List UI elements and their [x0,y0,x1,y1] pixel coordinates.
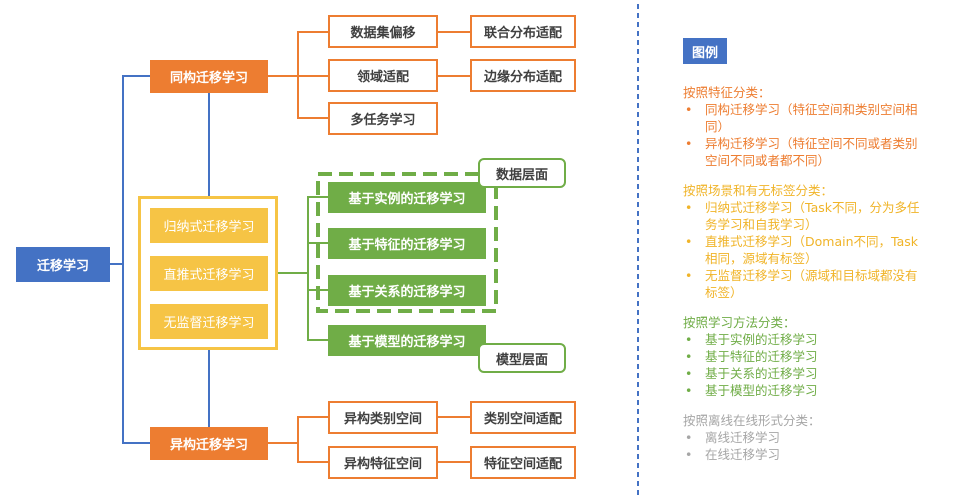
legend-item: 异构迁移学习（特征空间不同或者类别空间不同或者都不同） [683,135,923,169]
legend-item: 基于关系的迁移学习 [683,365,923,382]
joint-dist-adapt-node: 联合分布适配 [470,15,576,48]
hetero-transfer-node: 异构迁移学习 [150,427,268,460]
dataset-shift-node: 数据集偏移 [328,15,438,48]
legend-panel: 图例 按照特征分类： 同构迁移学习（特征空间和类别空间相同） 异构迁移学习（特征… [683,0,953,500]
scenario-group-frame [138,196,278,350]
legend-group-method: 按照学习方法分类： 基于实例的迁移学习 基于特征的迁移学习 基于关系的迁移学习 … [683,314,923,399]
root-node: 迁移学习 [16,247,110,282]
hetero-label-space-node: 异构类别空间 [328,401,438,434]
legend-item: 离线迁移学习 [683,429,923,446]
relation-based-node: 基于关系的迁移学习 [328,275,486,306]
feature-based-node: 基于特征的迁移学习 [328,228,486,259]
homo-transfer-node: 同构迁移学习 [150,60,268,93]
marginal-dist-adapt-node: 边缘分布适配 [470,59,576,92]
legend-heading: 按照学习方法分类： [683,315,796,330]
inductive-node: 归纳式迁移学习 [150,208,268,243]
legend-item: 归纳式迁移学习（Task不同，分为多任务学习和自我学习） [683,199,923,233]
feature-space-adapt-node: 特征空间适配 [470,446,576,479]
unsupervised-node: 无监督迁移学习 [150,304,268,339]
model-layer-label: 模型层面 [478,343,566,373]
transductive-node: 直推式迁移学习 [150,256,268,291]
legend-group-feature: 按照特征分类： 同构迁移学习（特征空间和类别空间相同） 异构迁移学习（特征空间不… [683,84,923,169]
legend-heading: 按照特征分类： [683,85,771,100]
hetero-feature-space-node: 异构特征空间 [328,446,438,479]
model-based-node: 基于模型的迁移学习 [328,325,486,356]
legend-item: 基于模型的迁移学习 [683,382,923,399]
legend-item: 同构迁移学习（特征空间和类别空间相同） [683,101,923,135]
legend-title: 图例 [683,38,727,64]
instance-based-node: 基于实例的迁移学习 [328,182,486,213]
data-layer-label: 数据层面 [478,158,566,188]
domain-adaptation-node: 领域适配 [328,59,438,92]
legend-heading: 按照场景和有无标签分类： [683,183,834,198]
legend-group-scenario: 按照场景和有无标签分类： 归纳式迁移学习（Task不同，分为多任务学习和自我学习… [683,182,923,301]
legend-heading: 按照离线在线形式分类： [683,413,821,428]
legend-item: 在线迁移学习 [683,446,923,463]
legend-group-online: 按照离线在线形式分类： 离线迁移学习 在线迁移学习 [683,412,923,463]
legend-item: 基于实例的迁移学习 [683,331,923,348]
legend-item: 直推式迁移学习（Domain不同，Task相同，源域有标签） [683,233,923,267]
multitask-node: 多任务学习 [328,102,438,135]
label-space-adapt-node: 类别空间适配 [470,401,576,434]
legend-item: 无监督迁移学习（源域和目标域都没有标签） [683,267,923,301]
legend-item: 基于特征的迁移学习 [683,348,923,365]
